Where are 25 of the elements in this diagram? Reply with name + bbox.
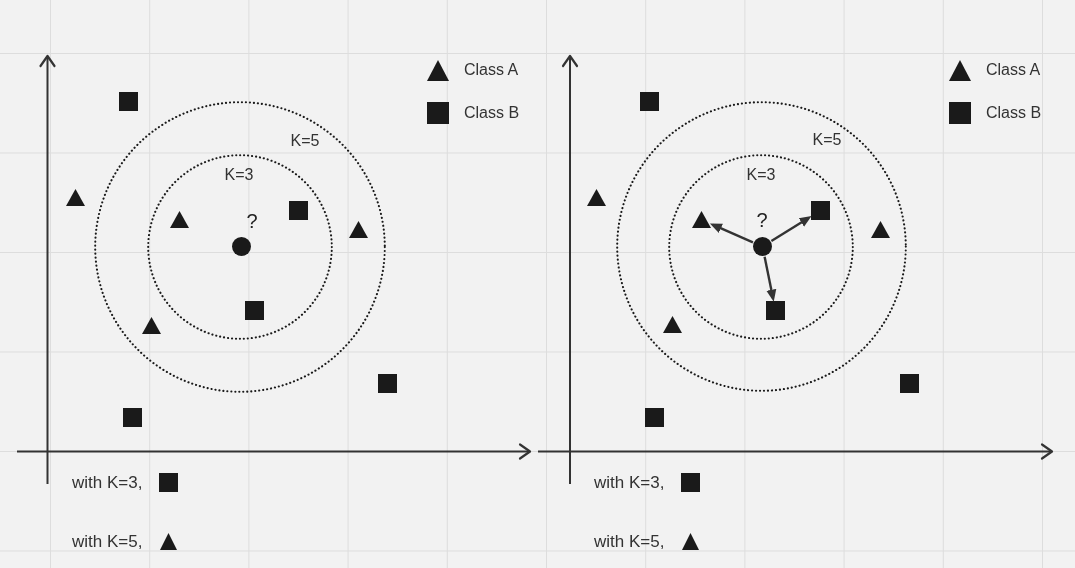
square-icon <box>766 301 785 320</box>
query-label: ? <box>756 209 768 231</box>
result-text: with K=3, <box>72 473 143 492</box>
query-label: ? <box>246 210 258 232</box>
circle-label: K=3 <box>746 166 776 184</box>
dotted-circle <box>147 153 333 340</box>
dot-icon <box>753 237 772 256</box>
dotted-circle <box>616 101 907 392</box>
result-text: with K=5, <box>72 532 143 551</box>
arrow <box>763 256 777 302</box>
legend-label: Class B <box>986 104 1042 122</box>
dotted-circle <box>668 153 854 340</box>
result-text: with K=5, <box>594 532 665 551</box>
legend-label: Class B <box>464 104 520 122</box>
dotted-circle <box>94 100 386 393</box>
circle-label: K=5 <box>290 132 320 150</box>
arrow <box>770 216 812 243</box>
legend-label: Class A <box>464 61 519 79</box>
square-icon <box>811 201 830 220</box>
circle-label: K=5 <box>812 131 842 149</box>
result-text: with K=3, <box>594 473 665 492</box>
arrow <box>709 223 754 244</box>
circle-label: K=3 <box>224 166 254 184</box>
triangle-icon <box>691 211 711 228</box>
legend-label: Class A <box>986 61 1041 79</box>
